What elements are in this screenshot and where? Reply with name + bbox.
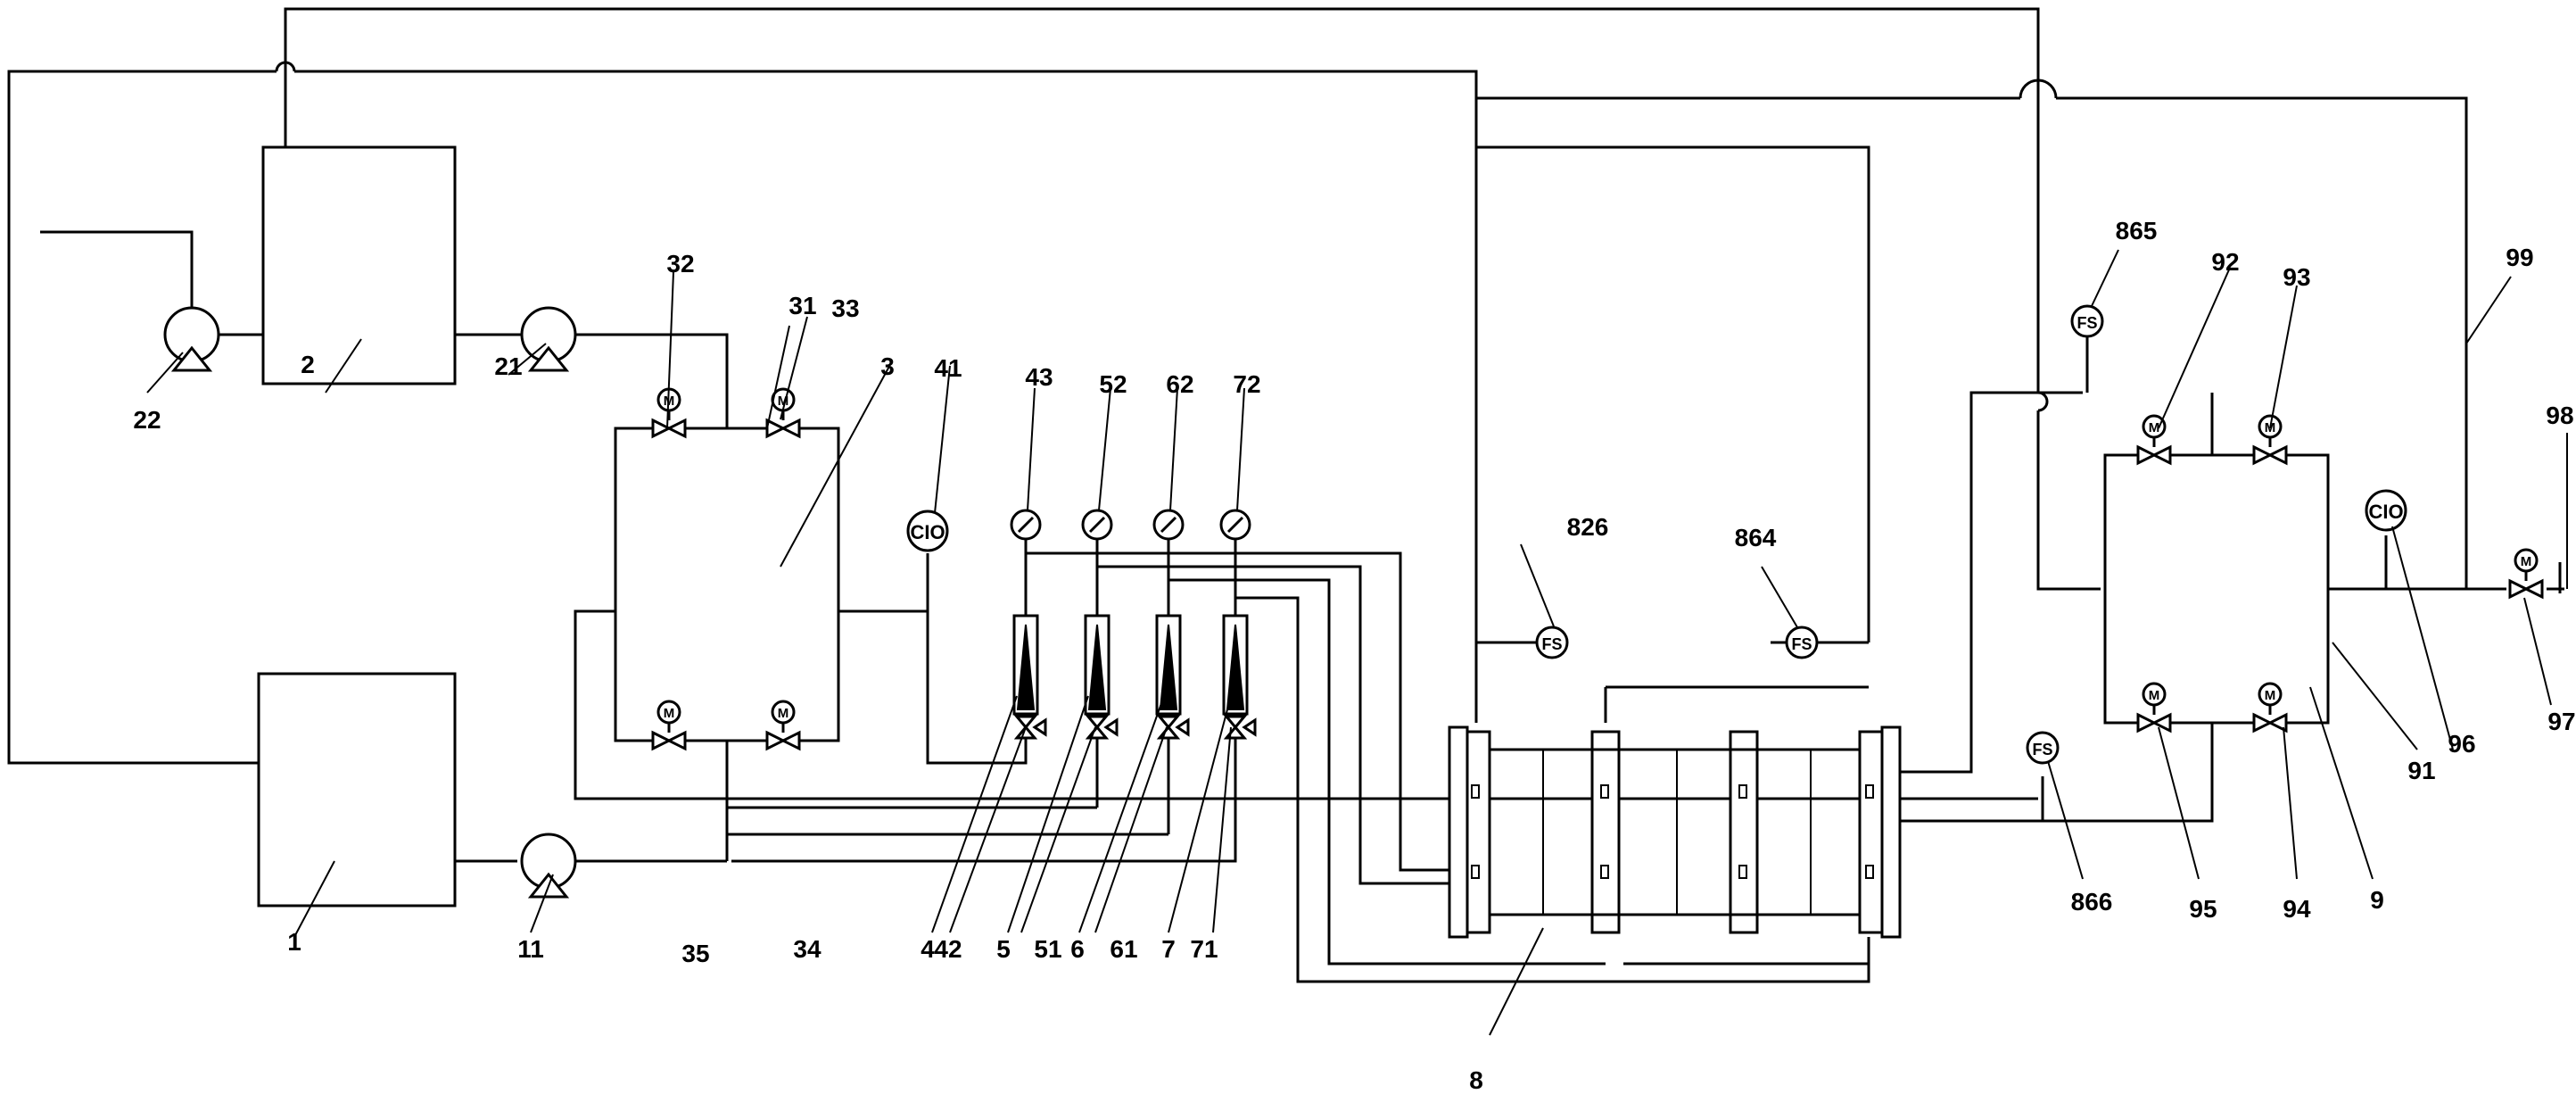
label-41: 41: [934, 354, 962, 382]
label-1: 1: [287, 928, 301, 956]
label-3: 3: [880, 352, 895, 380]
svg-text:M: M: [2521, 554, 2532, 569]
label-92: 92: [2211, 248, 2239, 276]
svg-text:M: M: [2149, 420, 2160, 435]
label-11: 11: [517, 935, 544, 963]
label-43: 43: [1025, 363, 1053, 391]
conductivity-meter-96: CIO: [2365, 489, 2407, 532]
label-7: 7: [1161, 935, 1176, 963]
valve-95: M: [2136, 682, 2172, 733]
svg-text:CIO: CIO: [2368, 501, 2403, 523]
instruments: CIO CIO FS FS FS FS: [906, 304, 2407, 765]
label-42: 42: [934, 935, 962, 963]
rotameter-4: [1012, 614, 1039, 716]
pump-22: [163, 306, 220, 372]
label-61: 61: [1110, 935, 1137, 963]
svg-text:FS: FS: [2076, 314, 2097, 332]
flow-switch-826: FS: [1535, 626, 1569, 659]
label-21: 21: [494, 352, 522, 380]
valve-33: M: [765, 387, 801, 439]
label-52: 52: [1099, 370, 1127, 398]
label-99: 99: [2506, 244, 2533, 271]
rotameter-6: [1155, 614, 1182, 716]
valve-92: M: [2136, 414, 2172, 466]
label-95: 95: [2189, 895, 2217, 923]
svg-text:M: M: [2265, 688, 2276, 703]
label-866: 866: [2071, 888, 2113, 916]
label-22: 22: [133, 406, 161, 434]
rotameter-7: [1222, 614, 1249, 716]
label-96: 96: [2448, 730, 2475, 758]
label-31: 31: [788, 292, 816, 319]
svg-text:FS: FS: [1541, 635, 1562, 653]
svg-text:FS: FS: [2032, 741, 2052, 758]
pressure-gauge-52: [1081, 509, 1113, 541]
tank-9: [2103, 453, 2330, 725]
flow-switch-864: FS: [1785, 626, 1819, 659]
flow-switch-865: FS: [2070, 304, 2104, 338]
valve-42: [1013, 715, 1047, 740]
svg-text:M: M: [778, 706, 789, 721]
label-826: 826: [1567, 513, 1609, 541]
rotameter-5: [1084, 614, 1110, 716]
label-97: 97: [2547, 708, 2575, 735]
tank-3: [614, 427, 840, 742]
valve-34: M: [765, 700, 801, 751]
pump-21: [520, 306, 577, 372]
valves: M M M M M M M M M: [651, 387, 2544, 751]
pressure-gauge-72: [1219, 509, 1251, 541]
valve-35: M: [651, 700, 687, 751]
label-865: 865: [2116, 217, 2158, 244]
label-94: 94: [2283, 895, 2311, 923]
tank-2: [261, 145, 457, 385]
pressure-gauge-43: [1010, 509, 1042, 541]
svg-text:CIO: CIO: [910, 521, 945, 543]
label-864: 864: [1735, 524, 1777, 551]
pipe-crossover: [2019, 79, 2058, 99]
label-35: 35: [681, 940, 709, 967]
pressure-gauge-62: [1152, 509, 1185, 541]
label-4: 4: [921, 935, 935, 963]
label-33: 33: [831, 294, 859, 322]
label-9: 9: [2370, 886, 2384, 914]
valve-32: M: [651, 387, 687, 439]
svg-text:FS: FS: [1791, 635, 1812, 653]
label-34: 34: [793, 935, 822, 963]
conductivity-meter-41: CIO: [906, 510, 949, 552]
label-5: 5: [996, 935, 1011, 963]
label-98: 98: [2546, 402, 2573, 429]
electrodialysis-stack-8: [1448, 725, 1902, 939]
label-51: 51: [1034, 935, 1061, 963]
leader-lines: [146, 249, 2568, 1036]
valve-97: M: [2508, 548, 2544, 600]
flow-switch-866: FS: [2026, 731, 2060, 765]
label-72: 72: [1233, 370, 1260, 398]
label-2: 2: [301, 351, 315, 378]
equipment: [163, 145, 2330, 939]
valve-94: M: [2252, 682, 2288, 733]
label-32: 32: [666, 250, 694, 278]
label-8: 8: [1469, 1066, 1483, 1094]
label-71: 71: [1190, 935, 1218, 963]
label-62: 62: [1166, 370, 1193, 398]
tank-1: [257, 672, 457, 908]
label-93: 93: [2283, 263, 2310, 291]
label-91: 91: [2407, 757, 2435, 784]
label-6: 6: [1070, 935, 1085, 963]
labels: 1 2 3 4 5 6 7 8 9 11 21 22 31 32 33 34 3…: [133, 217, 2575, 1094]
svg-text:M: M: [2149, 688, 2160, 703]
svg-text:M: M: [664, 706, 675, 721]
valve-93: M: [2252, 414, 2288, 466]
